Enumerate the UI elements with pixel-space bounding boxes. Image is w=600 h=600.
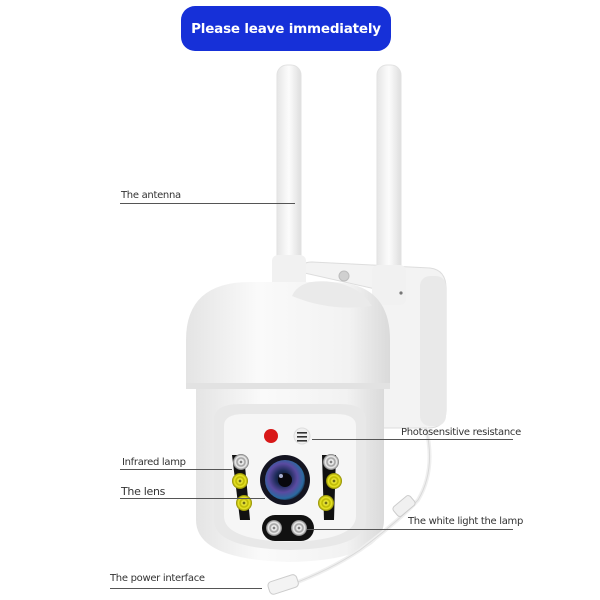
warning-banner: Please leave immediately — [181, 6, 391, 51]
white-light-led-icon — [326, 473, 342, 489]
antenna-left-icon — [272, 64, 306, 295]
label-infrared: Infrared lamp — [122, 457, 186, 468]
label-power: The power interface — [110, 573, 205, 584]
leader-line-power — [110, 588, 262, 589]
white-light-led-icon — [236, 495, 252, 511]
leader-line-infrared — [120, 469, 232, 470]
leader-line-antenna — [120, 203, 295, 204]
leader-line-white-light — [307, 529, 513, 530]
leader-line-lens — [120, 498, 265, 499]
label-antenna: The antenna — [121, 190, 181, 201]
label-photosensitive: Photosensitive resistance — [401, 427, 521, 438]
infrared-led-icon — [233, 454, 249, 470]
label-lens: The lens — [121, 485, 166, 498]
camera-dome — [186, 281, 390, 389]
banner-text: Please leave immediately — [191, 20, 381, 37]
photosensor-icon — [293, 427, 311, 445]
status-indicator-icon — [264, 429, 278, 443]
power-cable-icon — [267, 427, 432, 595]
leader-line-photosensitive — [312, 439, 513, 440]
label-white-light: The white light the lamp — [408, 516, 524, 527]
infrared-led-icon — [291, 520, 307, 536]
white-light-led-icon — [232, 473, 248, 489]
lens-icon — [260, 455, 310, 505]
infrared-led-icon — [266, 520, 282, 536]
antenna-right-icon — [372, 64, 406, 305]
infrared-led-icon — [323, 454, 339, 470]
white-light-led-icon — [318, 495, 334, 511]
